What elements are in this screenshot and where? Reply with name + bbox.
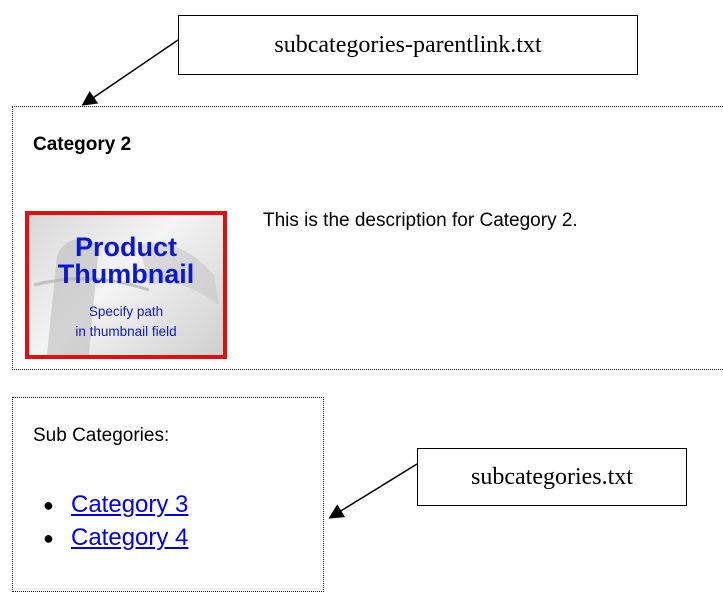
bullet-icon: ● [43,495,54,516]
thumbnail-text-thumbnail: Thumbnail [57,259,195,289]
subcategory-link-category-3[interactable]: Category 3 [71,491,189,518]
thumbnail-text-specify-path: Specify path [88,304,164,319]
subcategories-file-callout: subcategories.txt [417,448,687,506]
thumbnail-text-thumbnail-field: in thumbnail field [75,324,177,339]
parentlink-arrow-icon [81,39,179,106]
subcategories-arrow-icon [328,463,418,519]
product-thumbnail-image: Product Thumbnail Specify path in thumbn… [25,211,227,359]
list-item: ● Category 4 [43,524,188,552]
subcategories-heading: Sub Categories: [33,425,170,446]
category-parent-section: Category 2 Product Thumbnail Specify pat… [12,106,723,370]
subcategory-link-category-4[interactable]: Category 4 [71,524,189,551]
thumbnail-placeholder-graphic [33,239,219,355]
subcategories-section: Sub Categories: ● Category 3 ● Category 4 [12,397,324,592]
bullet-icon: ● [43,528,54,549]
parentlink-file-callout: subcategories-parentlink.txt [178,15,638,75]
category-description: This is the description for Category 2. [263,210,578,231]
list-item: ● Category 3 [43,491,188,519]
category-title: Category 2 [33,134,132,155]
thumbnail-text-product: Product [74,232,177,262]
subcategories-file-label: subcategories.txt [471,463,633,490]
parentlink-file-label: subcategories-parentlink.txt [274,31,542,58]
